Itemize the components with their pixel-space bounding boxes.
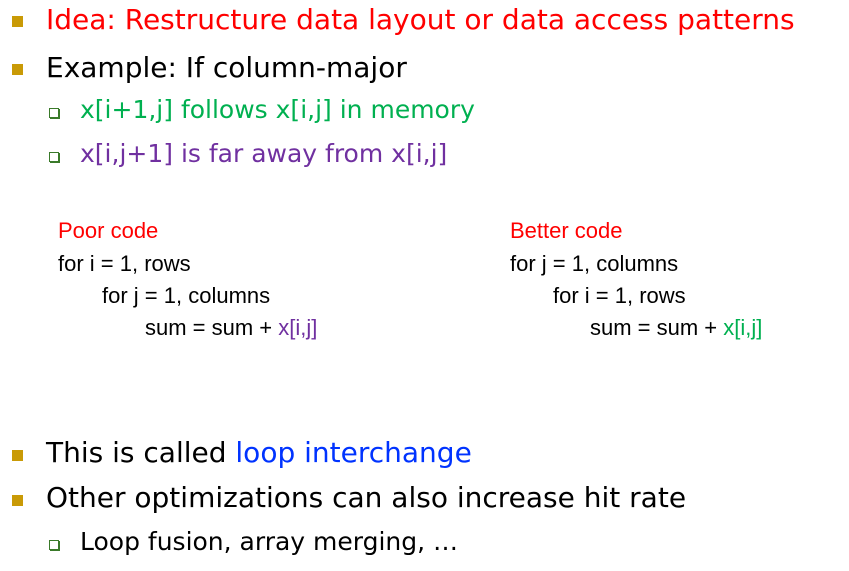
- bullet-icon: [12, 16, 23, 27]
- poor-code-line2: for j = 1, columns: [102, 283, 271, 308]
- better-var: x[i,j]: [723, 315, 763, 340]
- poor-code-line1: for i = 1, rows: [58, 251, 191, 276]
- better-code-line3: sum = sum + x[i,j]: [590, 315, 763, 340]
- sub1-text: x[i+1,j] follows x[i,j] in memory: [80, 95, 475, 124]
- better-code-line1: for j = 1, columns: [510, 251, 679, 276]
- better-code-title: Better code: [510, 218, 623, 243]
- other-text: Other optimizations can also increase hi…: [46, 481, 687, 514]
- poor-code-title: Poor code: [58, 218, 159, 243]
- bullet-icon: [12, 64, 23, 75]
- idea-text: Idea: Restructure data layout or data ac…: [46, 3, 795, 36]
- sub2-text: x[i,j+1] is far away from x[i,j]: [80, 139, 448, 168]
- called-text: This is called loop interchange: [46, 436, 472, 469]
- poor-var: x[i,j]: [278, 315, 318, 340]
- bullet-icon: [12, 495, 23, 506]
- loop-interchange-term: loop interchange: [235, 436, 472, 469]
- bullet-icon: [12, 450, 23, 461]
- better-code-line2: for i = 1, rows: [553, 283, 686, 308]
- sub3-text: Loop fusion, array merging, …: [80, 527, 459, 556]
- poor-code-line3: sum = sum + x[i,j]: [145, 315, 318, 340]
- sub-bullet-icon: [49, 152, 59, 162]
- sub-bullet-icon: [49, 540, 59, 550]
- example-text: Example: If column-major: [46, 51, 407, 84]
- sub-bullet-icon: [49, 108, 59, 118]
